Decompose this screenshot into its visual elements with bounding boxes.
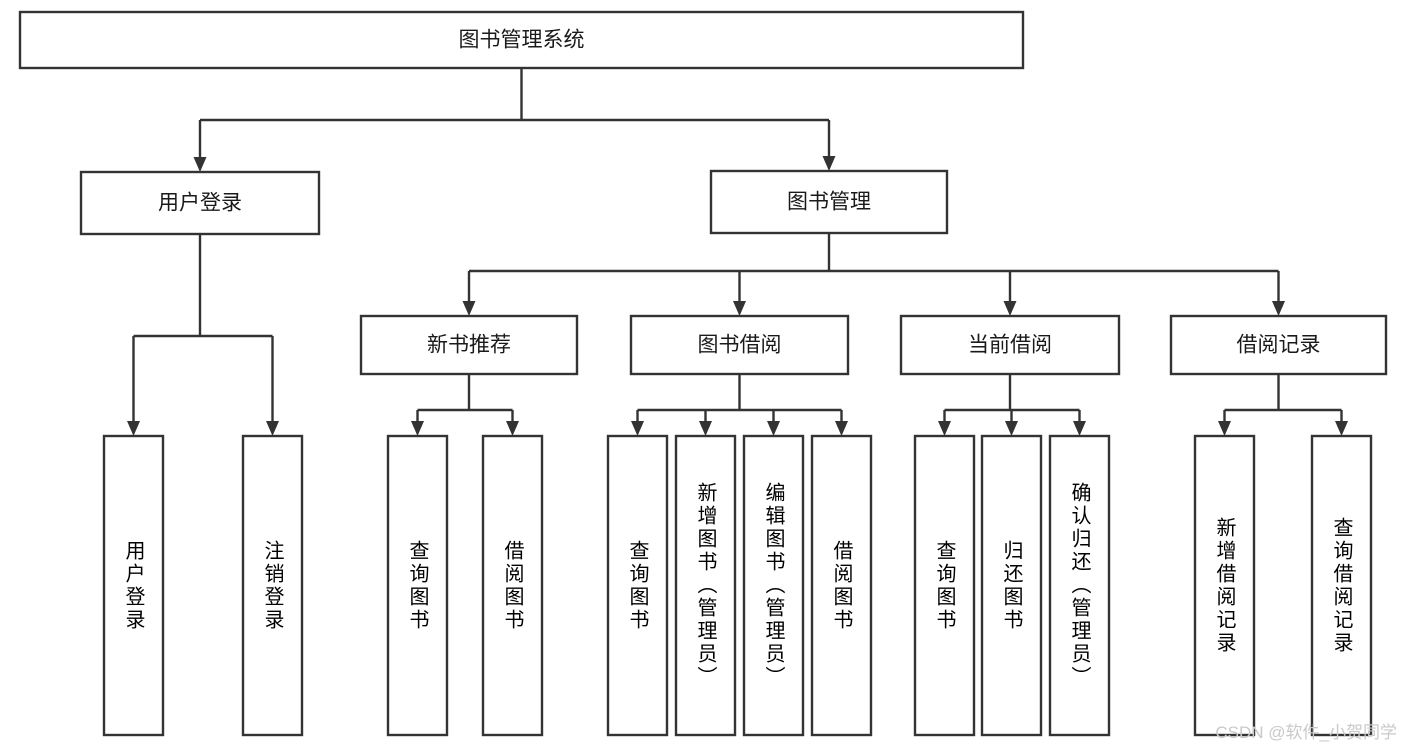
node-label-leaf-query-book-2: 查询图书	[626, 539, 648, 632]
node-leaf-query-book-2[interactable]: 查询图书	[606, 434, 669, 737]
arrow-head-icon	[767, 421, 780, 436]
node-leaf-query-book-1[interactable]: 查询图书	[386, 434, 449, 737]
node-label-root: 图书管理系统	[459, 29, 585, 52]
node-box-leaf-user-login	[102, 434, 165, 737]
node-label-borrow-record: 借阅记录	[1237, 334, 1321, 357]
arrow-head-icon	[1073, 421, 1086, 436]
node-leaf-return-book[interactable]: 归还图书	[980, 434, 1043, 737]
node-leaf-add-book[interactable]: 新增图书（管理员）	[674, 434, 737, 737]
node-label-leaf-return-book: 归还图书	[1000, 539, 1022, 632]
node-label-wrap-leaf-edit-book: 编辑图书（管理员）	[762, 482, 784, 689]
node-box-leaf-logout-login	[241, 434, 304, 737]
node-label-wrap-leaf-query-book-3: 查询图书	[933, 539, 955, 632]
node-label-wrap-leaf-confirm-return: 确认归还（管理员）	[1068, 482, 1090, 689]
node-box-borrow-record	[1169, 314, 1388, 376]
node-leaf-borrow-book-2[interactable]: 借阅图书	[810, 434, 873, 737]
node-leaf-user-login[interactable]: 用户登录	[102, 434, 165, 737]
node-leaf-edit-book[interactable]: 编辑图书（管理员）	[742, 434, 805, 737]
node-book-manage[interactable]: 图书管理	[709, 169, 949, 235]
arrow-head-icon	[631, 421, 644, 436]
node-label-user-login: 用户登录	[158, 192, 242, 215]
node-label-leaf-user-login: 用户登录	[122, 539, 144, 632]
node-label-leaf-query-book-3: 查询图书	[933, 539, 955, 632]
node-current-borrow[interactable]: 当前借阅	[899, 314, 1121, 376]
arrow-head-icon	[506, 421, 519, 436]
node-root[interactable]: 图书管理系统	[18, 10, 1025, 70]
node-label-leaf-confirm-return: 确认归还（管理员）	[1068, 482, 1090, 689]
node-box-leaf-add-book	[674, 434, 737, 737]
node-leaf-query-record[interactable]: 查询借阅记录	[1310, 434, 1373, 737]
node-label-new-book-recommend: 新书推荐	[427, 334, 511, 357]
node-label-wrap-leaf-query-book-1: 查询图书	[406, 539, 428, 632]
node-label-leaf-add-book: 新增图书（管理员）	[694, 482, 716, 689]
node-label-wrap-leaf-borrow-book-2: 借阅图书	[830, 539, 852, 632]
node-label-current-borrow: 当前借阅	[968, 334, 1052, 357]
node-box-leaf-confirm-return	[1048, 434, 1111, 737]
node-label-wrap-leaf-query-book-2: 查询图书	[626, 539, 648, 632]
node-label-leaf-edit-book: 编辑图书（管理员）	[762, 482, 784, 689]
arrow-head-icon	[938, 421, 951, 436]
node-box-leaf-query-book-3	[913, 434, 976, 737]
node-box-new-book-recommend	[359, 314, 579, 376]
node-box-leaf-return-book	[980, 434, 1043, 737]
node-label-leaf-query-book-1: 查询图书	[406, 539, 428, 632]
node-leaf-confirm-return[interactable]: 确认归还（管理员）	[1048, 434, 1111, 737]
node-box-leaf-query-record	[1310, 434, 1373, 737]
node-box-leaf-query-book-1	[386, 434, 449, 737]
arrow-head-icon	[699, 421, 712, 436]
node-user-login[interactable]: 用户登录	[79, 170, 321, 236]
node-box-current-borrow	[899, 314, 1121, 376]
node-leaf-borrow-book-1[interactable]: 借阅图书	[481, 434, 544, 737]
arrow-head-icon	[835, 421, 848, 436]
node-box-leaf-edit-book	[742, 434, 805, 737]
node-label-book-borrow: 图书借阅	[698, 334, 782, 357]
node-label-wrap-leaf-borrow-book-1: 借阅图书	[501, 539, 523, 632]
node-label-leaf-query-record: 查询借阅记录	[1330, 516, 1352, 655]
arrow-head-icon	[1005, 421, 1018, 436]
node-box-root	[18, 10, 1025, 70]
arrow-head-icon	[193, 157, 207, 172]
arrow-head-icon	[1218, 421, 1231, 436]
node-box-leaf-query-book-2	[606, 434, 669, 737]
node-box-leaf-borrow-book-1	[481, 434, 544, 737]
arrow-head-icon	[462, 301, 476, 316]
node-book-borrow[interactable]: 图书借阅	[629, 314, 850, 376]
node-label-leaf-logout-login: 注销登录	[261, 539, 283, 632]
node-borrow-record[interactable]: 借阅记录	[1169, 314, 1388, 376]
node-label-wrap-leaf-logout-login: 注销登录	[261, 539, 283, 632]
node-leaf-add-record[interactable]: 新增借阅记录	[1193, 434, 1256, 737]
node-leaf-logout-login[interactable]: 注销登录	[241, 434, 304, 737]
arrow-head-icon	[822, 156, 836, 171]
node-label-wrap-leaf-return-book: 归还图书	[1000, 539, 1022, 632]
node-layer: 图书管理系统用户登录图书管理新书推荐图书借阅当前借阅借阅记录用户登录注销登录查询…	[18, 10, 1388, 737]
node-box-leaf-add-record	[1193, 434, 1256, 737]
node-box-book-borrow	[629, 314, 850, 376]
node-leaf-query-book-3[interactable]: 查询图书	[913, 434, 976, 737]
node-box-book-manage	[709, 169, 949, 235]
node-label-leaf-add-record: 新增借阅记录	[1213, 516, 1235, 655]
node-label-leaf-borrow-book-2: 借阅图书	[830, 539, 852, 632]
arrow-head-icon	[127, 421, 140, 436]
arrow-head-icon	[1335, 421, 1348, 436]
node-label-leaf-borrow-book-1: 借阅图书	[501, 539, 523, 632]
node-new-book-recommend[interactable]: 新书推荐	[359, 314, 579, 376]
node-box-leaf-borrow-book-2	[810, 434, 873, 737]
node-label-wrap-leaf-user-login: 用户登录	[122, 539, 144, 632]
arrow-head-icon	[733, 301, 746, 316]
node-label-wrap-leaf-query-record: 查询借阅记录	[1330, 516, 1352, 655]
node-label-wrap-leaf-add-record: 新增借阅记录	[1213, 516, 1235, 655]
node-label-wrap-leaf-add-book: 新增图书（管理员）	[694, 482, 716, 689]
node-box-user-login	[79, 170, 321, 236]
node-label-book-manage: 图书管理	[787, 191, 871, 214]
connector-layer	[127, 68, 1348, 436]
csdn-watermark: CSDN @软件_小贺同学	[1215, 723, 1397, 742]
arrow-head-icon	[1003, 301, 1017, 316]
arrow-head-icon	[266, 421, 279, 436]
arrow-head-icon	[1272, 301, 1285, 316]
arrow-head-icon	[411, 421, 424, 436]
